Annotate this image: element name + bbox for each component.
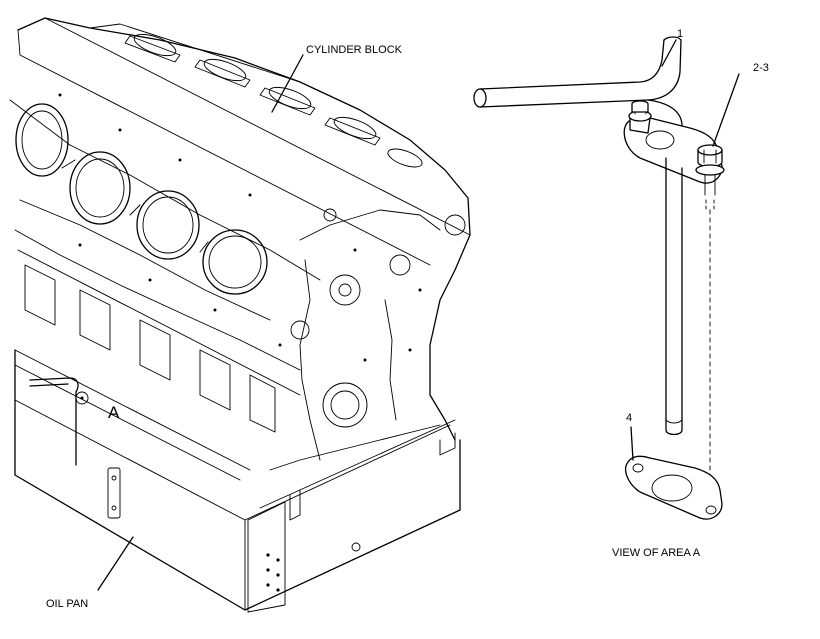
- bolt-dots: [58, 93, 422, 362]
- oil-pan-label: OIL PAN: [46, 598, 88, 610]
- oil-pan-leader: [97, 536, 134, 591]
- tube-flange: [623, 100, 723, 184]
- front-face-details: [269, 208, 466, 471]
- callout-1: 1: [677, 28, 683, 40]
- bolt-part-2-3: [695, 144, 725, 211]
- cylinder-bores: [15, 103, 268, 295]
- cylinder-block-label: CYLINDER BLOCK: [306, 44, 403, 56]
- head-gaskets: [124, 33, 423, 168]
- block-outline: [17, 17, 471, 441]
- vertical-tube: [665, 157, 683, 436]
- oil-pan-drawing: [14, 349, 461, 613]
- callout-2-3: 2-3: [753, 62, 769, 74]
- crankcase-windows: [24, 264, 276, 433]
- callout-1-leader: [661, 39, 677, 67]
- oil-pan-outline: [14, 349, 461, 611]
- callout-4-leader: [630, 426, 634, 461]
- callout-2-3-leader: [712, 73, 740, 147]
- callout-4: 4: [626, 412, 632, 424]
- area-marker-a: A: [108, 403, 120, 422]
- gasket-part-4: [625, 455, 723, 520]
- area-a-dipstick-tube: [29, 377, 89, 466]
- pan-bracket: [107, 467, 121, 519]
- cylinder-block-leader: [271, 54, 304, 113]
- view-caption: VIEW OF AREA A: [612, 547, 701, 559]
- engine-block-drawing: [9, 17, 471, 471]
- area-a-detail-view: [473, 36, 725, 520]
